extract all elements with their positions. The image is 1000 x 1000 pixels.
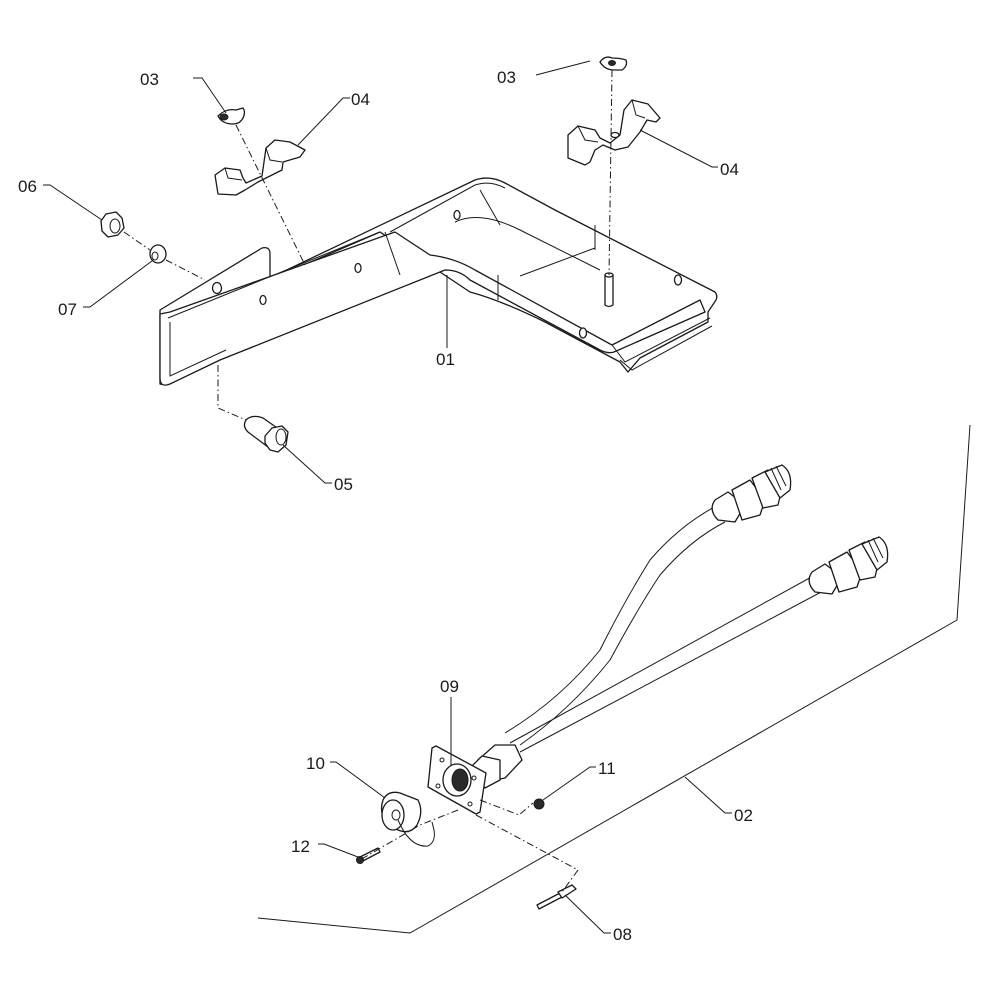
wing-nut-right: [599, 56, 628, 71]
cable-connector-lower: [808, 536, 889, 595]
assembly-axis-lines: [123, 69, 613, 893]
bracket-hole: [354, 262, 362, 274]
callout-09: 09: [440, 677, 459, 696]
wing-nut-left: [217, 107, 246, 125]
cable-connector-upper: [711, 464, 792, 523]
flange-socket: [427, 745, 487, 815]
callout-10: 10: [306, 754, 325, 773]
protective-cap: [380, 791, 435, 847]
leader-lines: [43, 60, 732, 934]
callout-08: 08: [613, 925, 632, 944]
callout-07: 07: [58, 300, 77, 319]
bracket-hole: [211, 281, 223, 295]
callout-04-right: 04: [720, 160, 739, 179]
stud: [604, 274, 614, 308]
hex-bolt: [243, 415, 289, 453]
callout-03-left: 03: [140, 70, 159, 89]
assembly-boundary-line: [257, 424, 971, 934]
bracket-hole: [673, 274, 683, 286]
callout-06: 06: [18, 177, 37, 196]
callout-03-right: 03: [497, 68, 516, 87]
hex-nut: [100, 211, 125, 238]
callout-05: 05: [334, 475, 353, 494]
bracket-hole: [578, 327, 588, 339]
callout-12: 12: [291, 837, 310, 856]
washer: [149, 244, 167, 264]
pipe-clamp-right: [567, 99, 661, 166]
bracket-hole: [259, 294, 267, 306]
lock-nut: [533, 798, 545, 810]
pipe-clamp-left: [214, 139, 306, 196]
cable-harness: [469, 464, 889, 789]
bracket-hole: [453, 209, 461, 221]
rivet: [536, 884, 577, 910]
callout-01: 01: [436, 350, 455, 369]
callout-02: 02: [734, 806, 753, 825]
callout-04-left: 04: [351, 90, 370, 109]
mounting-bracket: [159, 177, 718, 386]
callout-11: 11: [598, 759, 616, 778]
